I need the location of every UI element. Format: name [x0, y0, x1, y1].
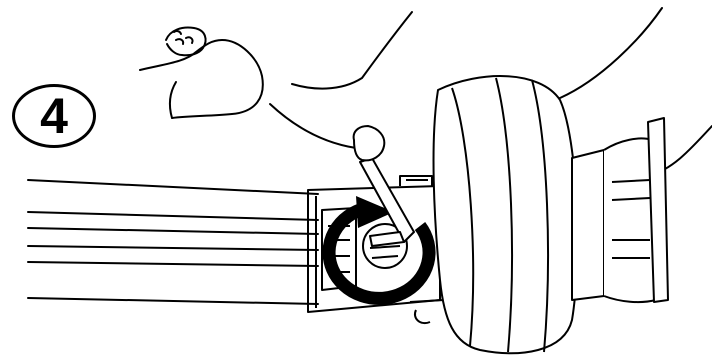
step-number: 4: [40, 91, 68, 141]
wheel: [434, 76, 578, 353]
hex-key-icon: [354, 126, 414, 246]
frame-rails: [28, 180, 318, 304]
step-number-badge: 4: [12, 84, 96, 148]
flexed-arm-icon: [140, 28, 263, 119]
axle-hub: [572, 118, 668, 302]
